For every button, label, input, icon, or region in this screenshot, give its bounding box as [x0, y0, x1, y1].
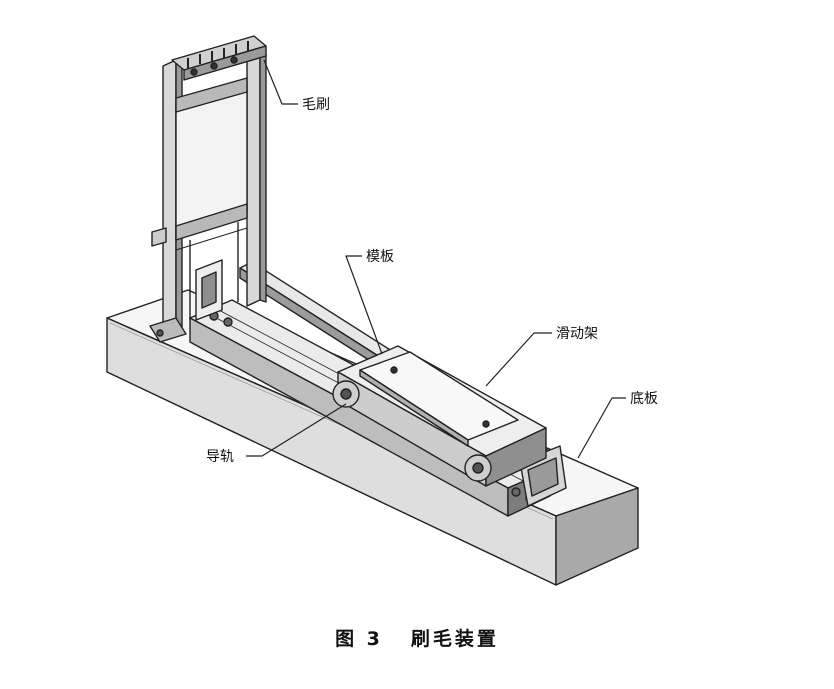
figure-number: 图 3 [335, 628, 383, 650]
label-base: 底板 [630, 391, 658, 407]
brush-frame [149, 49, 267, 343]
label-slider: 滑动架 [556, 325, 598, 342]
template-plate [359, 351, 519, 447]
figure-title: 刷毛装置 [410, 628, 499, 650]
leader-lines [246, 59, 626, 459]
figure-caption: 图 3 刷毛装置 [0, 624, 834, 651]
label-template: 模板 [366, 249, 394, 265]
brush-head [171, 35, 267, 81]
label-guide-rail: 导轨 [206, 449, 234, 465]
label-brush: 毛刷 [302, 97, 330, 113]
